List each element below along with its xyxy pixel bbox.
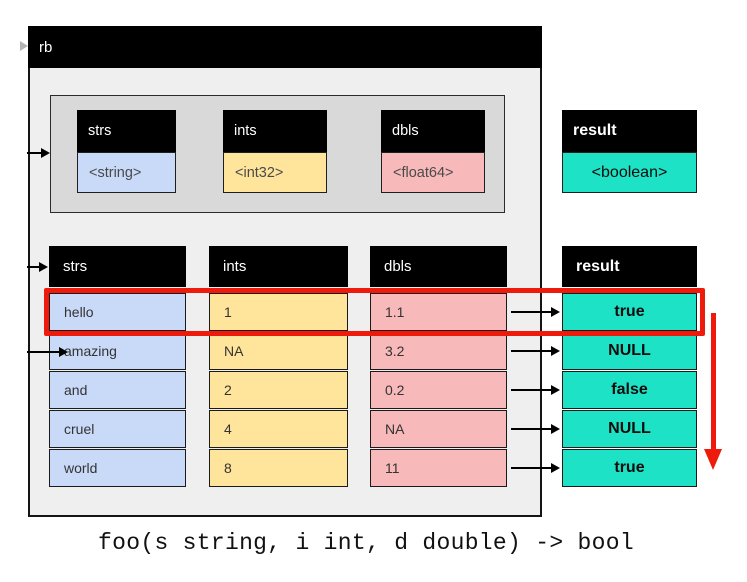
strs-value-3: cruel (64, 421, 95, 437)
schema-result-type-label: <boolean> (591, 163, 668, 181)
ints-value-1: NA (224, 343, 244, 359)
schema-strs-type-label: <string> (89, 164, 142, 181)
dbls-value-2: 0.2 (385, 382, 405, 398)
column-header-result: result (562, 246, 697, 287)
strs-cell-0: hello (49, 293, 186, 331)
schema-strs-header: strs (77, 110, 176, 152)
row-4-arrow-icon (511, 462, 560, 474)
arrow-to-amazing-row-icon (27, 346, 68, 358)
row-3-arrow-icon (511, 423, 560, 435)
schema-result-type: <boolean> (562, 152, 697, 193)
dbls-cell-1: 3.2 (370, 332, 507, 370)
strs-value-1: amazing (64, 343, 117, 359)
dbls-value-0: 1.1 (385, 304, 405, 320)
result-cell-4: true (562, 449, 697, 487)
column-header-strs: strs (49, 246, 186, 287)
ints-cell-4: 8 (209, 449, 348, 487)
record-batch-title: rb (39, 38, 53, 56)
column-header-ints: ints (209, 246, 348, 287)
schema-result-label: result (573, 122, 617, 139)
dbls-value-4: 11 (385, 460, 400, 476)
strs-value-4: world (64, 460, 98, 476)
result-cell-0: true (562, 293, 697, 331)
schema-result-header: result (562, 110, 697, 152)
result-value-0: true (614, 303, 645, 320)
row-1-arrow-icon (511, 345, 560, 357)
schema-ints-label: ints (234, 123, 257, 139)
strs-cell-4: world (49, 449, 186, 487)
ints-value-4: 8 (224, 460, 232, 476)
ints-value-0: 1 (224, 304, 232, 320)
ints-value-2: 2 (224, 382, 232, 398)
arrow-to-strs-column-icon (27, 261, 48, 273)
column-header-dbls-label: dbls (384, 258, 412, 275)
schema-dbls-type-label: <float64> (393, 164, 454, 181)
row-0-arrow-icon (511, 306, 560, 318)
schema-ints-header: ints (223, 110, 327, 152)
ints-value-3: 4 (224, 421, 232, 437)
iteration-direction-arrow-icon (704, 313, 722, 470)
dbls-cell-0: 1.1 (370, 293, 507, 331)
strs-value-2: and (64, 382, 88, 398)
schema-strs-label: strs (88, 123, 112, 139)
row-2-arrow-icon (511, 384, 560, 396)
dbls-cell-2: 0.2 (370, 371, 507, 409)
result-cell-1: NULL (562, 332, 697, 370)
result-value-4: true (614, 459, 645, 476)
result-value-3: NULL (608, 420, 651, 437)
result-cell-3: NULL (562, 410, 697, 448)
strs-value-0: hello (64, 304, 94, 320)
record-batch-header: rb (28, 26, 542, 68)
column-header-dbls: dbls (370, 246, 507, 287)
arrow-to-schema-panel-icon (27, 147, 50, 159)
result-value-1: NULL (608, 342, 651, 359)
ints-cell-1: NA (209, 332, 348, 370)
column-header-strs-label: strs (63, 258, 88, 275)
highlight-row-rect (44, 288, 705, 336)
schema-dbls-header: dbls (381, 110, 485, 152)
result-cell-2: false (562, 371, 697, 409)
dbls-cell-3: NA (370, 410, 507, 448)
dbls-value-3: NA (385, 421, 405, 437)
strs-cell-1: amazing (49, 332, 186, 370)
schema-dbls-label: dbls (392, 123, 419, 139)
schema-ints-type-label: <int32> (235, 164, 284, 181)
ints-cell-3: 4 (209, 410, 348, 448)
column-header-result-label: result (576, 257, 620, 275)
clipped-arrow-right-icon (20, 41, 28, 51)
strs-cell-3: cruel (49, 410, 186, 448)
result-value-2: false (611, 381, 648, 398)
schema-ints-type: <int32> (223, 152, 327, 193)
ints-cell-2: 2 (209, 371, 348, 409)
dbls-cell-4: 11 (370, 449, 507, 487)
schema-dbls-type: <float64> (381, 152, 485, 193)
column-header-ints-label: ints (223, 258, 247, 275)
strs-cell-2: and (49, 371, 186, 409)
schema-strs-type: <string> (77, 152, 176, 193)
ints-cell-0: 1 (209, 293, 348, 331)
dbls-value-1: 3.2 (385, 343, 405, 359)
function-signature-caption: foo(s string, i int, d double) -> bool (98, 530, 634, 556)
